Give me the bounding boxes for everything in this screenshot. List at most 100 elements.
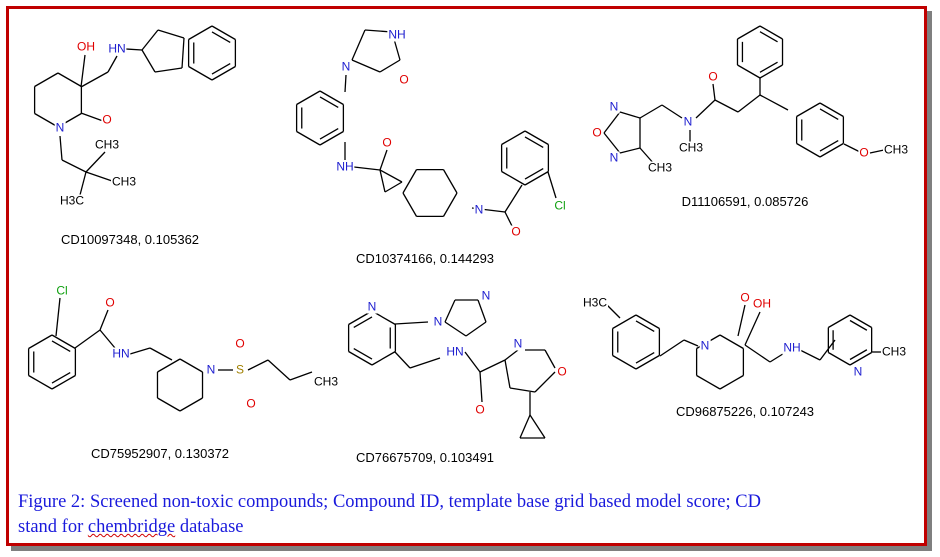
bond [619,111,641,119]
bond [442,192,458,217]
bond [296,90,321,106]
atom-label: N [852,364,864,379]
atom-label: N [608,150,620,165]
bond [55,297,61,337]
atom-label: N [54,120,66,135]
bond [353,347,373,360]
bond [759,64,783,79]
atom-label: HN [107,41,127,56]
bond [479,359,506,373]
bond [79,171,87,196]
bond [712,83,716,101]
bond [603,132,621,154]
bond [501,170,526,186]
bond [719,334,744,350]
bond [612,314,637,330]
bond [759,61,778,73]
bond [828,351,851,366]
atom-label: O [234,336,246,351]
atom-label: H3C [581,295,609,310]
bond [157,358,181,373]
bond [442,169,458,194]
bond [296,130,321,146]
compound-label: CD10374166, 0.144293 [355,251,495,266]
bond [211,62,231,75]
bond [384,181,403,193]
atom-label: CH3 [677,140,705,155]
bond [524,136,544,149]
bond [125,48,143,51]
atom-label: N [608,99,620,114]
bond [635,320,655,333]
atom-label: N [432,314,444,329]
bond [796,142,821,158]
bond [371,350,396,366]
bond [544,349,556,369]
bond [51,334,76,350]
bond [353,316,373,329]
bond [353,166,381,171]
atom-label: N [473,202,485,217]
compound-label: CD76675709, 0.103491 [355,450,495,465]
atom-label: CH3 [93,137,121,152]
atom-label: N [699,338,711,353]
atom-label: O [739,290,751,305]
bond [141,29,159,51]
figure-caption: Figure 2: Screened non-toxic compounds; … [18,490,918,540]
compound-label: D11106591, 0.085726 [681,194,809,209]
bond [849,349,868,361]
compound-label: CD96875226, 0.107243 [675,404,815,419]
atom-label: CH3 [646,160,674,175]
bond [819,142,844,158]
bond [659,339,685,357]
atom-label: N [480,288,492,303]
bond [379,59,401,73]
bond [509,387,536,393]
bond [635,351,655,364]
bond [351,59,381,73]
bond [61,159,87,173]
atom-label: CH3 [880,344,908,359]
atom-label: O [707,69,719,84]
bond [737,304,746,337]
bond [409,357,441,369]
bond [744,311,761,346]
bond [849,319,868,331]
bond [74,329,101,349]
bond [504,349,519,361]
atom-label: O [556,364,568,379]
bond [683,339,699,347]
bond [80,71,109,88]
bond [59,135,63,161]
bond [849,314,872,329]
bond [57,72,82,88]
bond [28,374,53,390]
bond [519,414,531,439]
atom-label: S [234,362,246,377]
atom-label: N [205,362,217,377]
bond [188,25,213,41]
bond [744,344,771,363]
bond [603,111,621,134]
atom-label: O [510,224,522,239]
bond [211,25,236,41]
bond [34,72,59,88]
bond [34,112,59,128]
bond [635,354,660,370]
bond [351,29,366,61]
bond [51,340,71,353]
bond [524,130,549,146]
bond [157,29,185,39]
bond [154,67,183,73]
bond [843,143,861,153]
bond [619,147,641,154]
atom-label: NH [387,27,407,42]
bond [465,321,487,337]
atom-label: O [398,72,410,87]
atom-label: O [858,145,870,160]
bond [719,374,744,390]
atom-label: O [474,402,486,417]
atom-label: O [101,112,113,127]
bond [80,54,86,88]
bond [51,374,76,390]
